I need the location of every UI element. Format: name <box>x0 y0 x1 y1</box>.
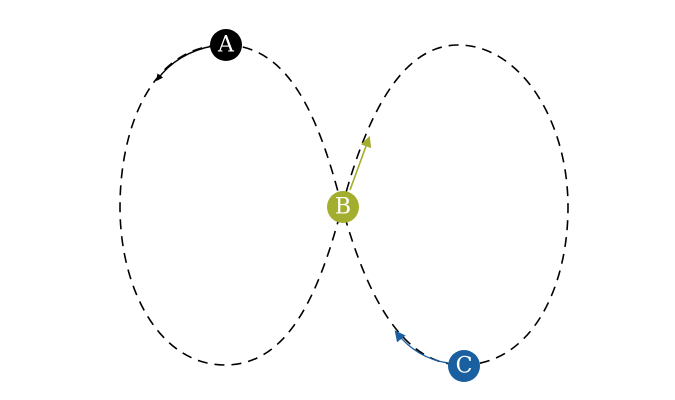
node-c-circle <box>448 350 480 382</box>
arrow-a <box>156 45 214 82</box>
node-b: B <box>327 191 359 223</box>
node-c: C <box>448 350 480 382</box>
node-a: A <box>210 29 242 61</box>
arrow-b <box>349 135 372 191</box>
node-c-label: C <box>456 354 473 379</box>
node-a-label: A <box>217 33 235 58</box>
arrow-c <box>394 330 449 364</box>
node-a-circle <box>210 29 242 61</box>
node-b-label: B <box>335 195 351 220</box>
node-b-circle <box>327 191 359 223</box>
